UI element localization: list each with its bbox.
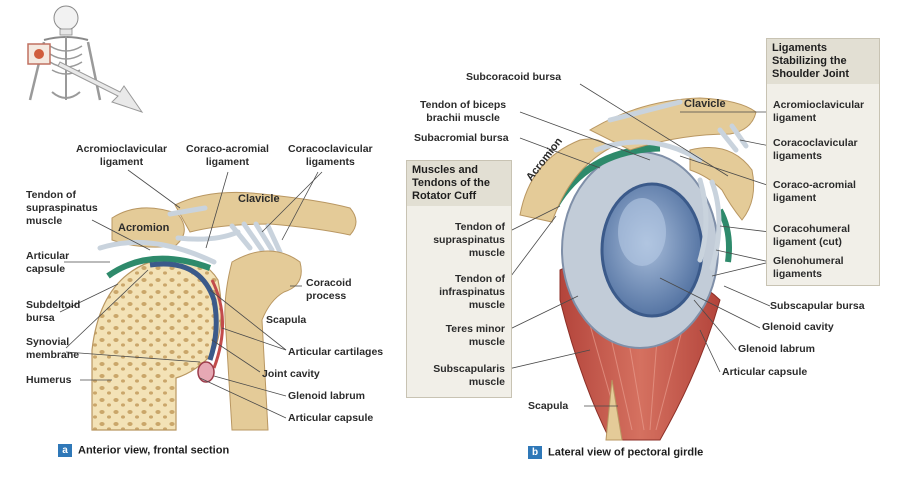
label-subscapularis-b: Subscapularis muscle <box>433 363 505 388</box>
label-subdeltoid-bursa-a: Subdeltoid bursa <box>26 299 81 324</box>
label-subscapular-bursa-b: Subscapular bursa <box>770 300 865 312</box>
label-tendon-infraspinatus-b: Tendon of infraspinatus muscle <box>439 273 505 311</box>
caption-badge-a: a <box>58 444 72 457</box>
label-subcoracoid-bursa-b: Subcoracoid bursa <box>466 71 562 83</box>
label-coracoclavicular-ligaments-a: Coracoclavicular ligaments <box>288 143 373 168</box>
label-acromion-a: Acromion <box>118 222 170 234</box>
caption-text-a: Anterior view, frontal section <box>78 444 230 457</box>
label-acromioclavicular-ligament-b: Acromioclavicular ligament <box>773 99 865 124</box>
rotator-cuff-box: Muscles and Tendons of the Rotator Cuff … <box>406 160 512 398</box>
label-coracoclavicular-ligaments-b: Coracoclavicular ligaments <box>773 137 858 162</box>
label-clavicle-a: Clavicle <box>238 193 280 205</box>
ligament-box-title: Ligaments Stabilizing the Shoulder Joint <box>767 39 879 84</box>
label-scapula-b: Scapula <box>528 400 569 412</box>
label-glenoid-labrum-a: Glenoid labrum <box>288 390 366 402</box>
label-articular-capsule-b: Articular capsule <box>722 366 808 378</box>
rotator-cuff-box-title: Muscles and Tendons of the Rotator Cuff <box>407 161 511 206</box>
label-scapula-a: Scapula <box>266 314 307 326</box>
ligament-box: Ligaments Stabilizing the Shoulder Joint… <box>766 38 880 286</box>
label-tendon-supraspinatus-b: Tendon of supraspinatus muscle <box>433 221 505 259</box>
label-subacromial-bursa-b: Subacromial bursa <box>414 132 509 144</box>
label-coracohumeral-ligament-b: Coracohumeral ligament (cut) <box>773 223 851 248</box>
label-tendon-biceps-b: Tendon of biceps brachii muscle <box>420 99 507 124</box>
label-teres-minor-b: Teres minor muscle <box>445 323 505 348</box>
skeleton-thumbnail <box>27 5 144 113</box>
acromion-b <box>519 138 611 223</box>
humerus-a <box>91 257 222 431</box>
label-articular-capsule-left-a: Articular capsule <box>26 250 70 275</box>
caption-b: b Lateral view of pectoral girdle <box>528 446 703 459</box>
label-glenohumeral-ligaments-b: Glenohumeral ligaments <box>773 255 844 280</box>
label-humerus-a: Humerus <box>26 374 72 386</box>
label-acromioclavicular-ligament-a: Acromioclavicular ligament <box>76 143 168 168</box>
caption-badge-b: b <box>528 446 542 459</box>
label-articular-capsule-a: Articular capsule <box>288 412 374 424</box>
label-articular-cartilages-a: Articular cartilages <box>288 346 384 358</box>
label-joint-cavity-a: Joint cavity <box>262 368 320 380</box>
label-tendon-supraspinatus-a: Tendon of supraspinatus muscle <box>26 189 98 227</box>
label-glenoid-labrum-b: Glenoid labrum <box>738 343 816 355</box>
caption-text-b: Lateral view of pectoral girdle <box>548 446 704 459</box>
acromion-a <box>111 207 185 248</box>
label-coraco-acromial-ligament-b: Coraco-acromial ligament <box>773 179 856 204</box>
label-coracoid-process-a: Coracoid process <box>306 277 352 302</box>
scapula-a <box>224 250 302 431</box>
caption-a: a Anterior view, frontal section <box>58 444 229 457</box>
label-glenoid-cavity-b: Glenoid cavity <box>762 321 834 333</box>
label-clavicle-b: Clavicle <box>684 98 726 110</box>
label-synovial-membrane-a: Synovial membrane <box>26 336 80 361</box>
label-coraco-acromial-ligament-a: Coraco-acromial ligament <box>186 143 269 168</box>
